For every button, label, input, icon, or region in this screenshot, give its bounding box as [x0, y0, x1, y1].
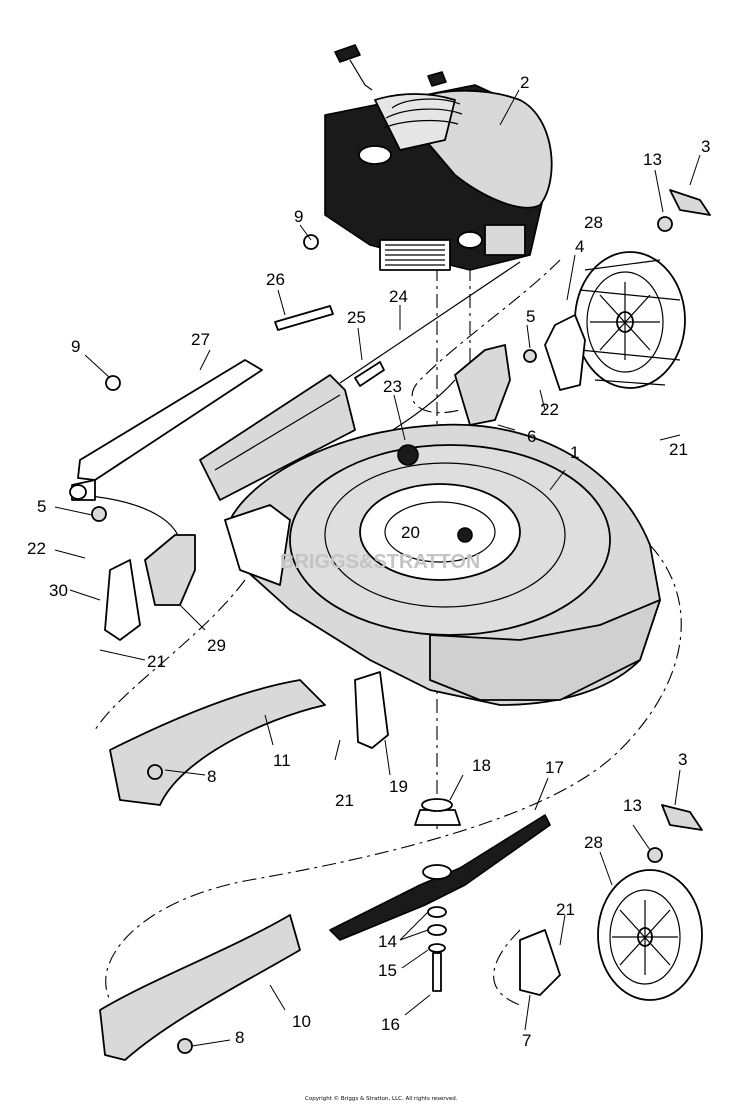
callout-14: 14 [378, 932, 397, 951]
callout-9: 9 [71, 337, 80, 356]
callout-15: 15 [378, 961, 397, 980]
side-deflector-10 [99, 914, 301, 1061]
height-adjust-bracket-29 [144, 534, 196, 606]
callout-6: 6 [527, 427, 536, 446]
callout-27: 27 [191, 330, 210, 349]
callout-10: 10 [292, 1012, 311, 1031]
callout-labels: 1 2 3 3 4 5 5 6 7 8 8 9 9 10 11 13 13 14… [27, 73, 710, 1050]
callout-22: 22 [540, 400, 559, 419]
callout-26: 26 [266, 270, 285, 289]
watermark: BRIGGS&STRATTON [280, 551, 480, 573]
callout-21: 21 [556, 900, 575, 919]
callout-2: 2 [520, 73, 529, 92]
callout-3: 3 [701, 137, 710, 156]
callout-28: 28 [584, 213, 603, 232]
callout-20: 20 [401, 523, 420, 542]
callout-8: 8 [207, 767, 216, 786]
callout-25: 25 [347, 308, 366, 327]
callout-1: 1 [570, 443, 579, 462]
callout-19: 19 [389, 777, 408, 796]
callout-5: 5 [37, 497, 46, 516]
callout-9: 9 [294, 207, 303, 226]
copyright-notice: Copyright © Briggs & Stratton, LLC. All … [305, 1095, 458, 1102]
height-adjust-bracket-6 [454, 344, 511, 426]
callout-21: 21 [669, 440, 688, 459]
callout-22: 22 [27, 539, 46, 558]
callout-21: 21 [147, 652, 166, 671]
callout-24: 24 [389, 287, 408, 306]
callout-30: 30 [49, 581, 68, 600]
engine [324, 44, 553, 271]
small-hardware [91, 189, 711, 1054]
side-deflector-11 [109, 679, 326, 806]
callout-29: 29 [207, 636, 226, 655]
leader-lines [54, 89, 701, 1047]
callout-23: 23 [383, 377, 402, 396]
callout-28: 28 [584, 833, 603, 852]
callout-3: 3 [678, 750, 687, 769]
rear-deflector-27 [69, 359, 263, 501]
callout-21: 21 [335, 791, 354, 810]
rear-wheel-28 [574, 251, 686, 389]
callout-17: 17 [545, 758, 564, 777]
callout-13: 13 [643, 150, 662, 169]
callout-7: 7 [522, 1031, 531, 1050]
blade-adapter-18 [414, 798, 461, 826]
blade-17 [329, 814, 551, 941]
blade-hardware [427, 906, 447, 992]
rear-deflector-bracket [199, 374, 356, 501]
callout-16: 16 [381, 1015, 400, 1034]
callout-11: 11 [273, 751, 291, 770]
callout-4: 4 [575, 237, 584, 256]
front-wheel-28 [597, 869, 703, 1001]
mower-deck [224, 423, 661, 706]
callout-18: 18 [472, 756, 491, 775]
callout-5: 5 [526, 307, 535, 326]
callout-8: 8 [235, 1028, 244, 1047]
callout-13: 13 [623, 796, 642, 815]
